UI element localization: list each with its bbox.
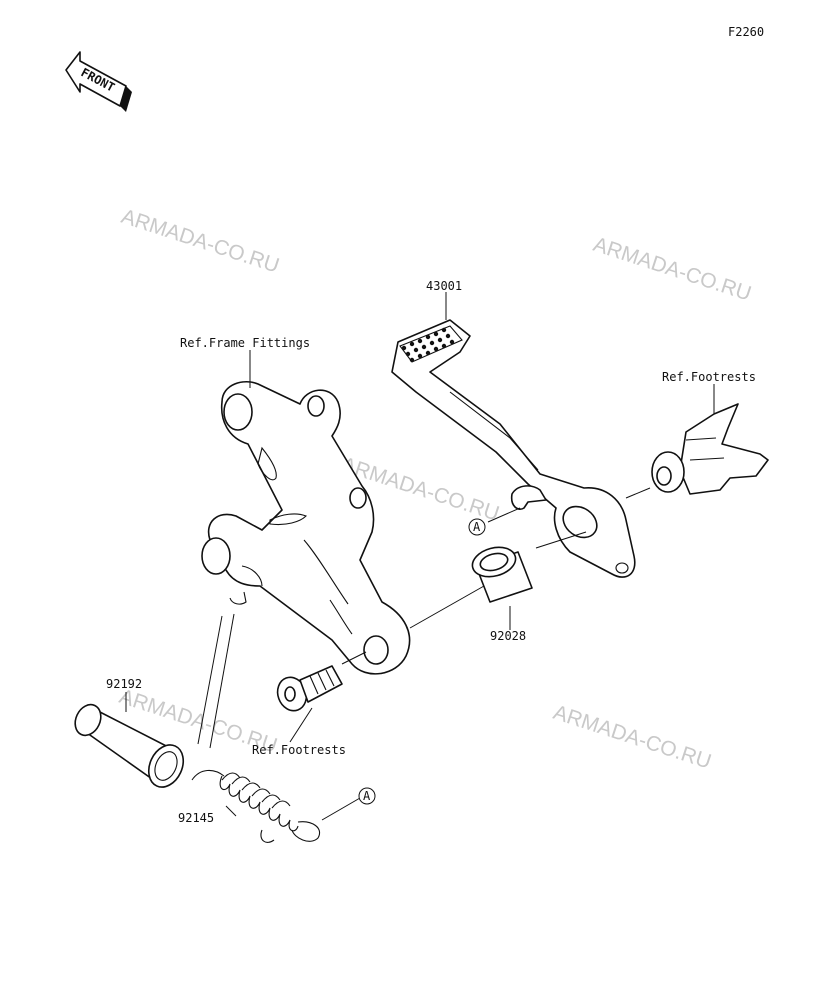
spring-92145 — [191, 769, 320, 843]
watermark-2: ARMADA-CO.RU — [590, 233, 754, 306]
callout-92028: 92028 — [490, 629, 526, 643]
leader-lines — [125, 292, 715, 821]
callout-92192: 92192 — [106, 677, 142, 691]
callout-43001: 43001 — [426, 279, 462, 293]
callout-92145: 92145 — [178, 811, 214, 825]
marker-a-lower: A — [358, 787, 376, 805]
pivot-bolt — [276, 665, 343, 712]
callout-ref-footrests-upper: Ref.Footrests — [662, 370, 756, 384]
frame-bracket — [201, 380, 411, 675]
bushing-92028 — [471, 546, 533, 603]
front-arrow-icon: FRONT — [65, 51, 132, 112]
brake-pedal-43001 — [391, 319, 636, 578]
callout-ref-frame-fittings: Ref.Frame Fittings — [180, 336, 310, 350]
watermark-1: ARMADA-CO.RU — [118, 205, 282, 278]
marker-a-upper: A — [468, 518, 486, 536]
figure-code: F2260 — [728, 25, 764, 39]
sleeve-92192 — [74, 703, 185, 788]
marker-a-lower-label: A — [363, 789, 371, 803]
marker-a-upper-label: A — [473, 520, 481, 534]
callout-ref-footrests-lower: Ref.Footrests — [252, 743, 346, 757]
watermark-4: ARMADA-CO.RU — [550, 701, 714, 774]
footrest-fitting — [651, 403, 769, 495]
